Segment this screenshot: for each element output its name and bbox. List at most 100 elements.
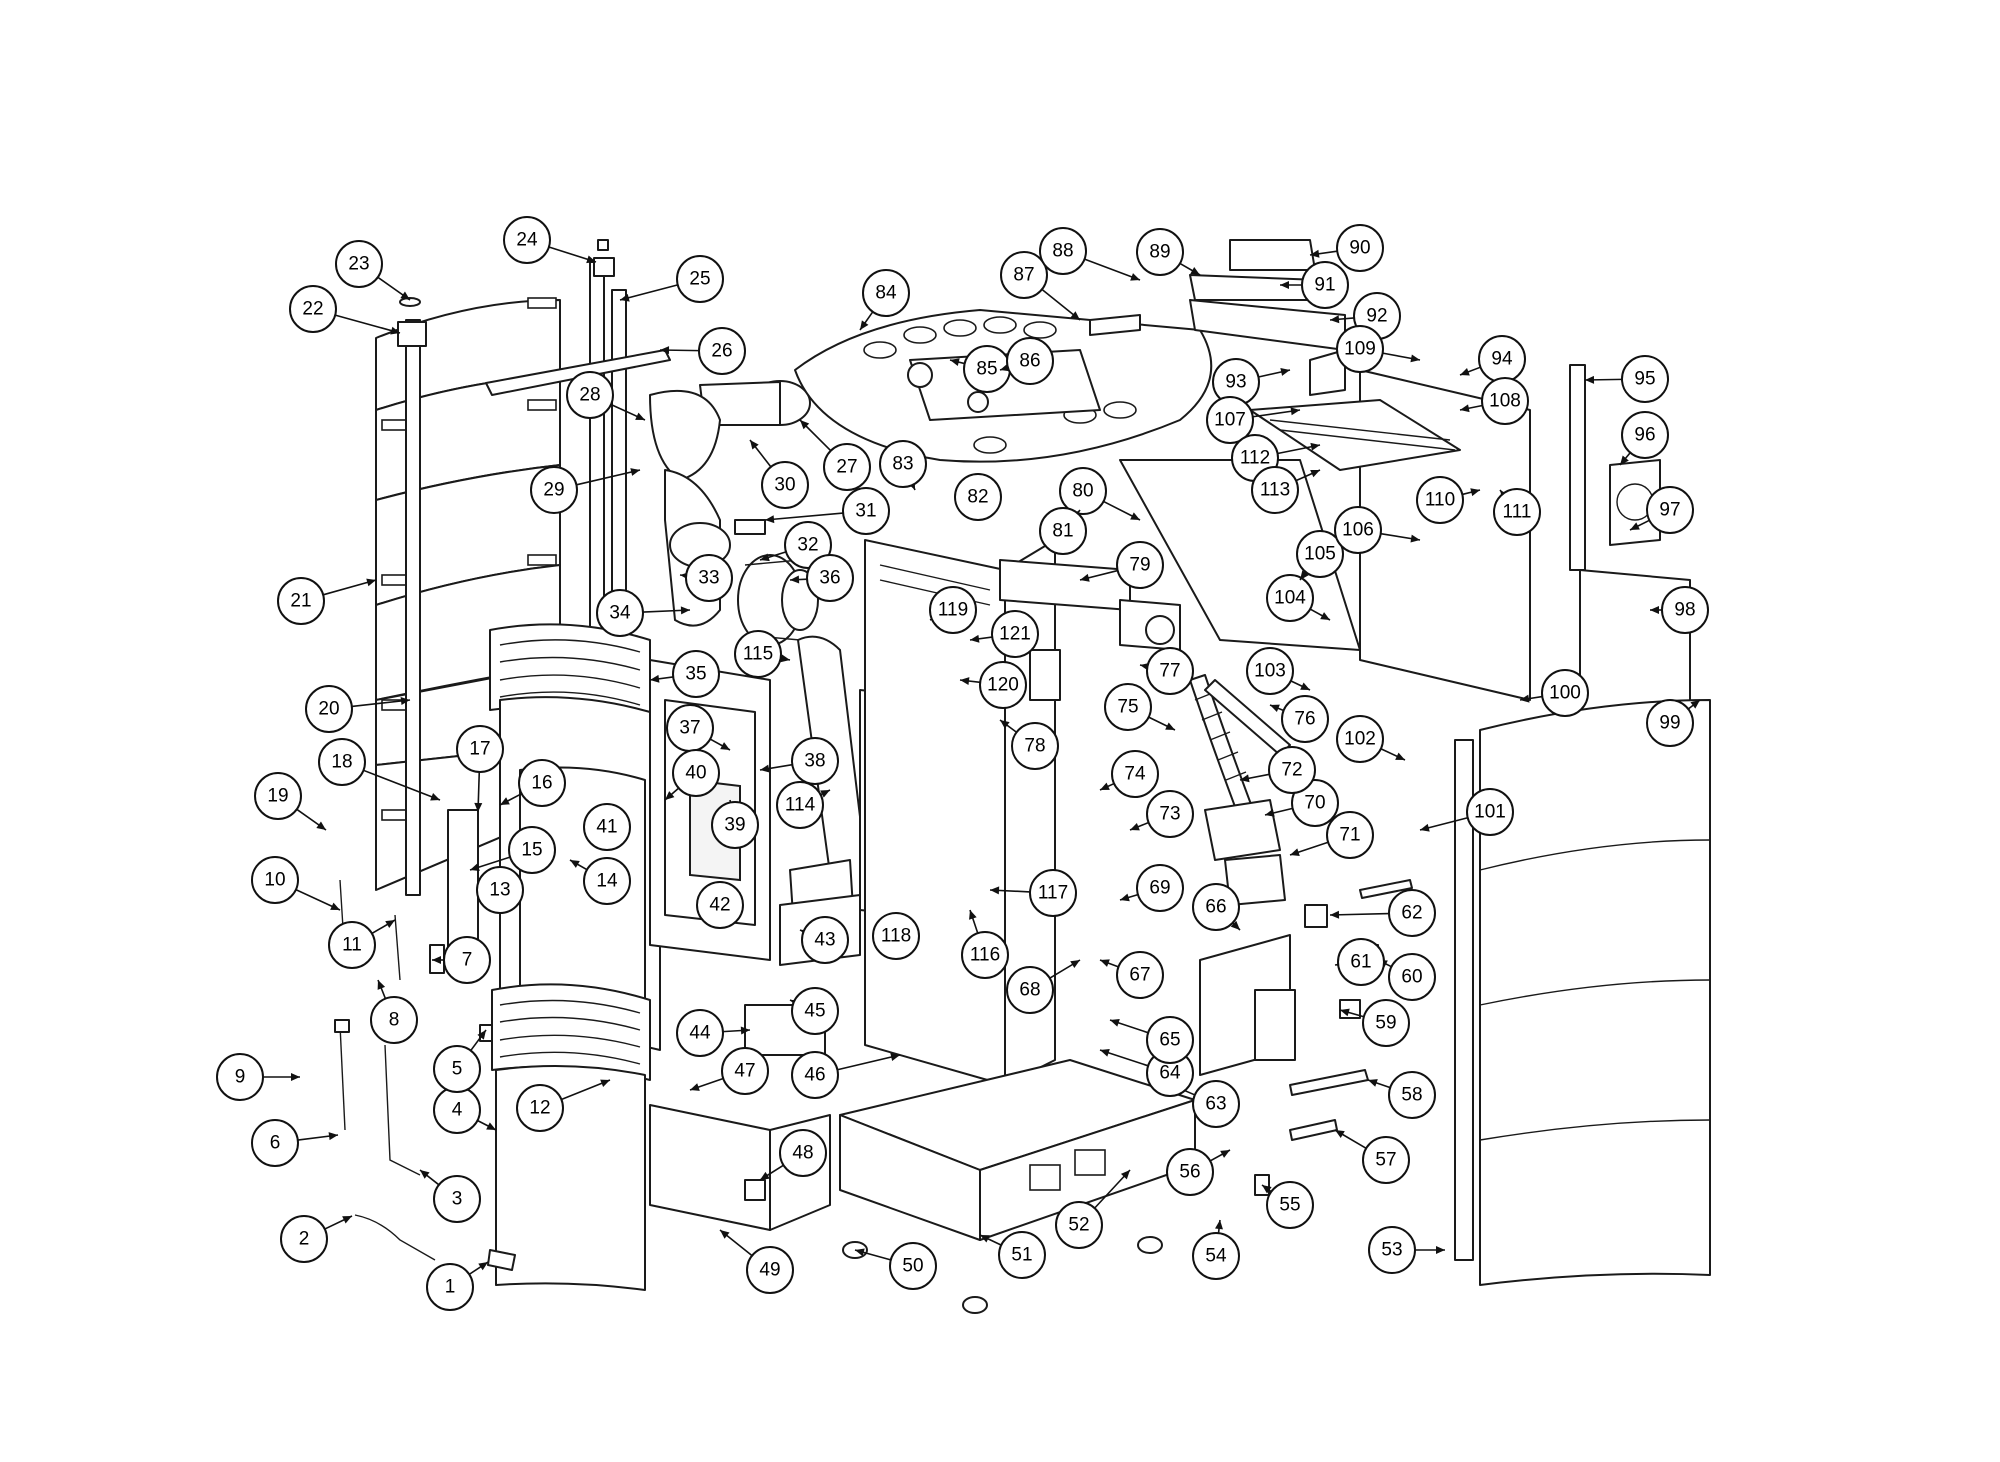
callout-arrowhead — [1420, 823, 1430, 832]
callout-circle — [508, 826, 556, 874]
callout-arrowhead — [740, 1026, 750, 1035]
callout-label: 91 — [1314, 275, 1335, 296]
callout-label: 78 — [1024, 736, 1045, 757]
callout-120: 120 — [959, 661, 1027, 709]
callout-circle — [1388, 1071, 1436, 1119]
callout-label: 64 — [1159, 1063, 1181, 1084]
callout-arrowhead — [650, 674, 660, 683]
callout-label: 79 — [1129, 555, 1150, 576]
callout-arrowhead — [1070, 311, 1080, 320]
callout-label: 49 — [759, 1260, 780, 1281]
callout-108: 108 — [1459, 377, 1529, 425]
callout-106: 106 — [1334, 506, 1421, 554]
callout-arrowhead — [765, 515, 775, 524]
callout-circle — [503, 216, 551, 264]
callout-16: 16 — [499, 759, 566, 807]
callout-label: 121 — [999, 624, 1031, 645]
callout-arrowhead — [690, 1083, 700, 1091]
callout-circle — [335, 240, 383, 288]
callout-41: 41 — [583, 803, 631, 851]
callout-label: 5 — [452, 1059, 463, 1080]
callout-circle — [1116, 541, 1164, 589]
callout-arrowhead — [1240, 774, 1250, 783]
callout-label: 13 — [489, 880, 510, 901]
callout-arrowhead — [330, 902, 340, 910]
callout-110: 110 — [1416, 476, 1481, 524]
callout-circle — [1246, 647, 1294, 695]
callout-circle — [596, 589, 644, 637]
callout-118: 118 — [872, 912, 920, 960]
callout-circle — [1368, 1226, 1416, 1274]
callout-leader-line — [764, 512, 844, 521]
callout-circle — [879, 440, 927, 488]
callout-arrowhead — [1340, 1008, 1350, 1017]
callout-circle — [761, 461, 809, 509]
callout-121: 121 — [969, 610, 1039, 658]
callout-circle — [1146, 1016, 1194, 1064]
callout-119: 119 — [929, 586, 977, 634]
callout-circle — [1116, 951, 1164, 999]
callout-arrowhead — [660, 346, 670, 355]
callout-label: 15 — [521, 840, 542, 861]
callout-28: 28 — [566, 371, 646, 421]
callout-circle — [251, 1119, 299, 1167]
callout-label: 118 — [881, 926, 911, 947]
callout-105: 105 — [1296, 530, 1344, 581]
callout-label: 34 — [609, 603, 631, 624]
callout-54: 54 — [1192, 1219, 1240, 1280]
callout-arrowhead — [1520, 694, 1530, 703]
callout-circle — [1296, 530, 1344, 578]
callout-leader-line — [619, 284, 678, 301]
callout-circle — [954, 473, 1002, 521]
callout-31: 31 — [764, 487, 890, 535]
callout-45: 45 — [789, 987, 839, 1035]
callout-circle — [1029, 869, 1077, 917]
callout-circle — [1388, 953, 1436, 1001]
callout-7: 7 — [432, 936, 491, 984]
callout-circle — [1362, 1136, 1410, 1184]
callout-arrowhead — [1100, 782, 1110, 790]
callout-label: 119 — [938, 600, 968, 621]
callout-label: 36 — [819, 568, 840, 589]
callout-19: 19 — [254, 772, 327, 831]
callout-circle — [872, 912, 920, 960]
callout-40: 40 — [664, 749, 720, 801]
callout-circle — [1541, 669, 1589, 717]
callout-circle — [1301, 261, 1349, 309]
callout-label: 41 — [596, 817, 617, 838]
callout-label: 116 — [970, 945, 1000, 966]
callout-57: 57 — [1334, 1129, 1410, 1184]
callout-arrowhead — [385, 920, 395, 928]
callout-circle — [1166, 1148, 1214, 1196]
callout-circle — [979, 661, 1027, 709]
callout-arrowhead — [1080, 573, 1090, 582]
callout-circle — [254, 772, 302, 820]
callout-label: 42 — [709, 895, 730, 916]
callout-label: 2 — [299, 1229, 310, 1250]
callout-circle — [842, 487, 890, 535]
callout-label: 28 — [579, 385, 600, 406]
callout-label: 30 — [774, 475, 795, 496]
callout-circle — [1481, 377, 1529, 425]
callout-circle — [889, 1242, 937, 1290]
callout-24: 24 — [503, 216, 597, 264]
callout-arrowhead — [1190, 267, 1200, 275]
base-frame — [839, 1059, 1196, 1241]
callout-circle — [721, 1047, 769, 1095]
callout-circle — [518, 759, 566, 807]
callout-leader-line — [1084, 258, 1141, 281]
callout-arrowhead — [1650, 606, 1659, 614]
callout-circle — [791, 737, 839, 785]
callout-circle — [1136, 864, 1184, 912]
callout-17: 17 — [456, 725, 504, 813]
callout-circle — [1336, 224, 1384, 272]
callout-88: 88 — [1039, 227, 1141, 281]
callout-83: 83 — [879, 440, 927, 491]
callout-4: 4 — [433, 1086, 497, 1134]
callout-arrowhead — [1130, 273, 1140, 281]
callout-94: 94 — [1459, 335, 1526, 383]
callout-arrowhead — [1395, 752, 1405, 760]
callout-arrowhead — [400, 291, 410, 300]
callout-label: 8 — [389, 1010, 400, 1031]
callout-20: 20 — [305, 685, 411, 733]
